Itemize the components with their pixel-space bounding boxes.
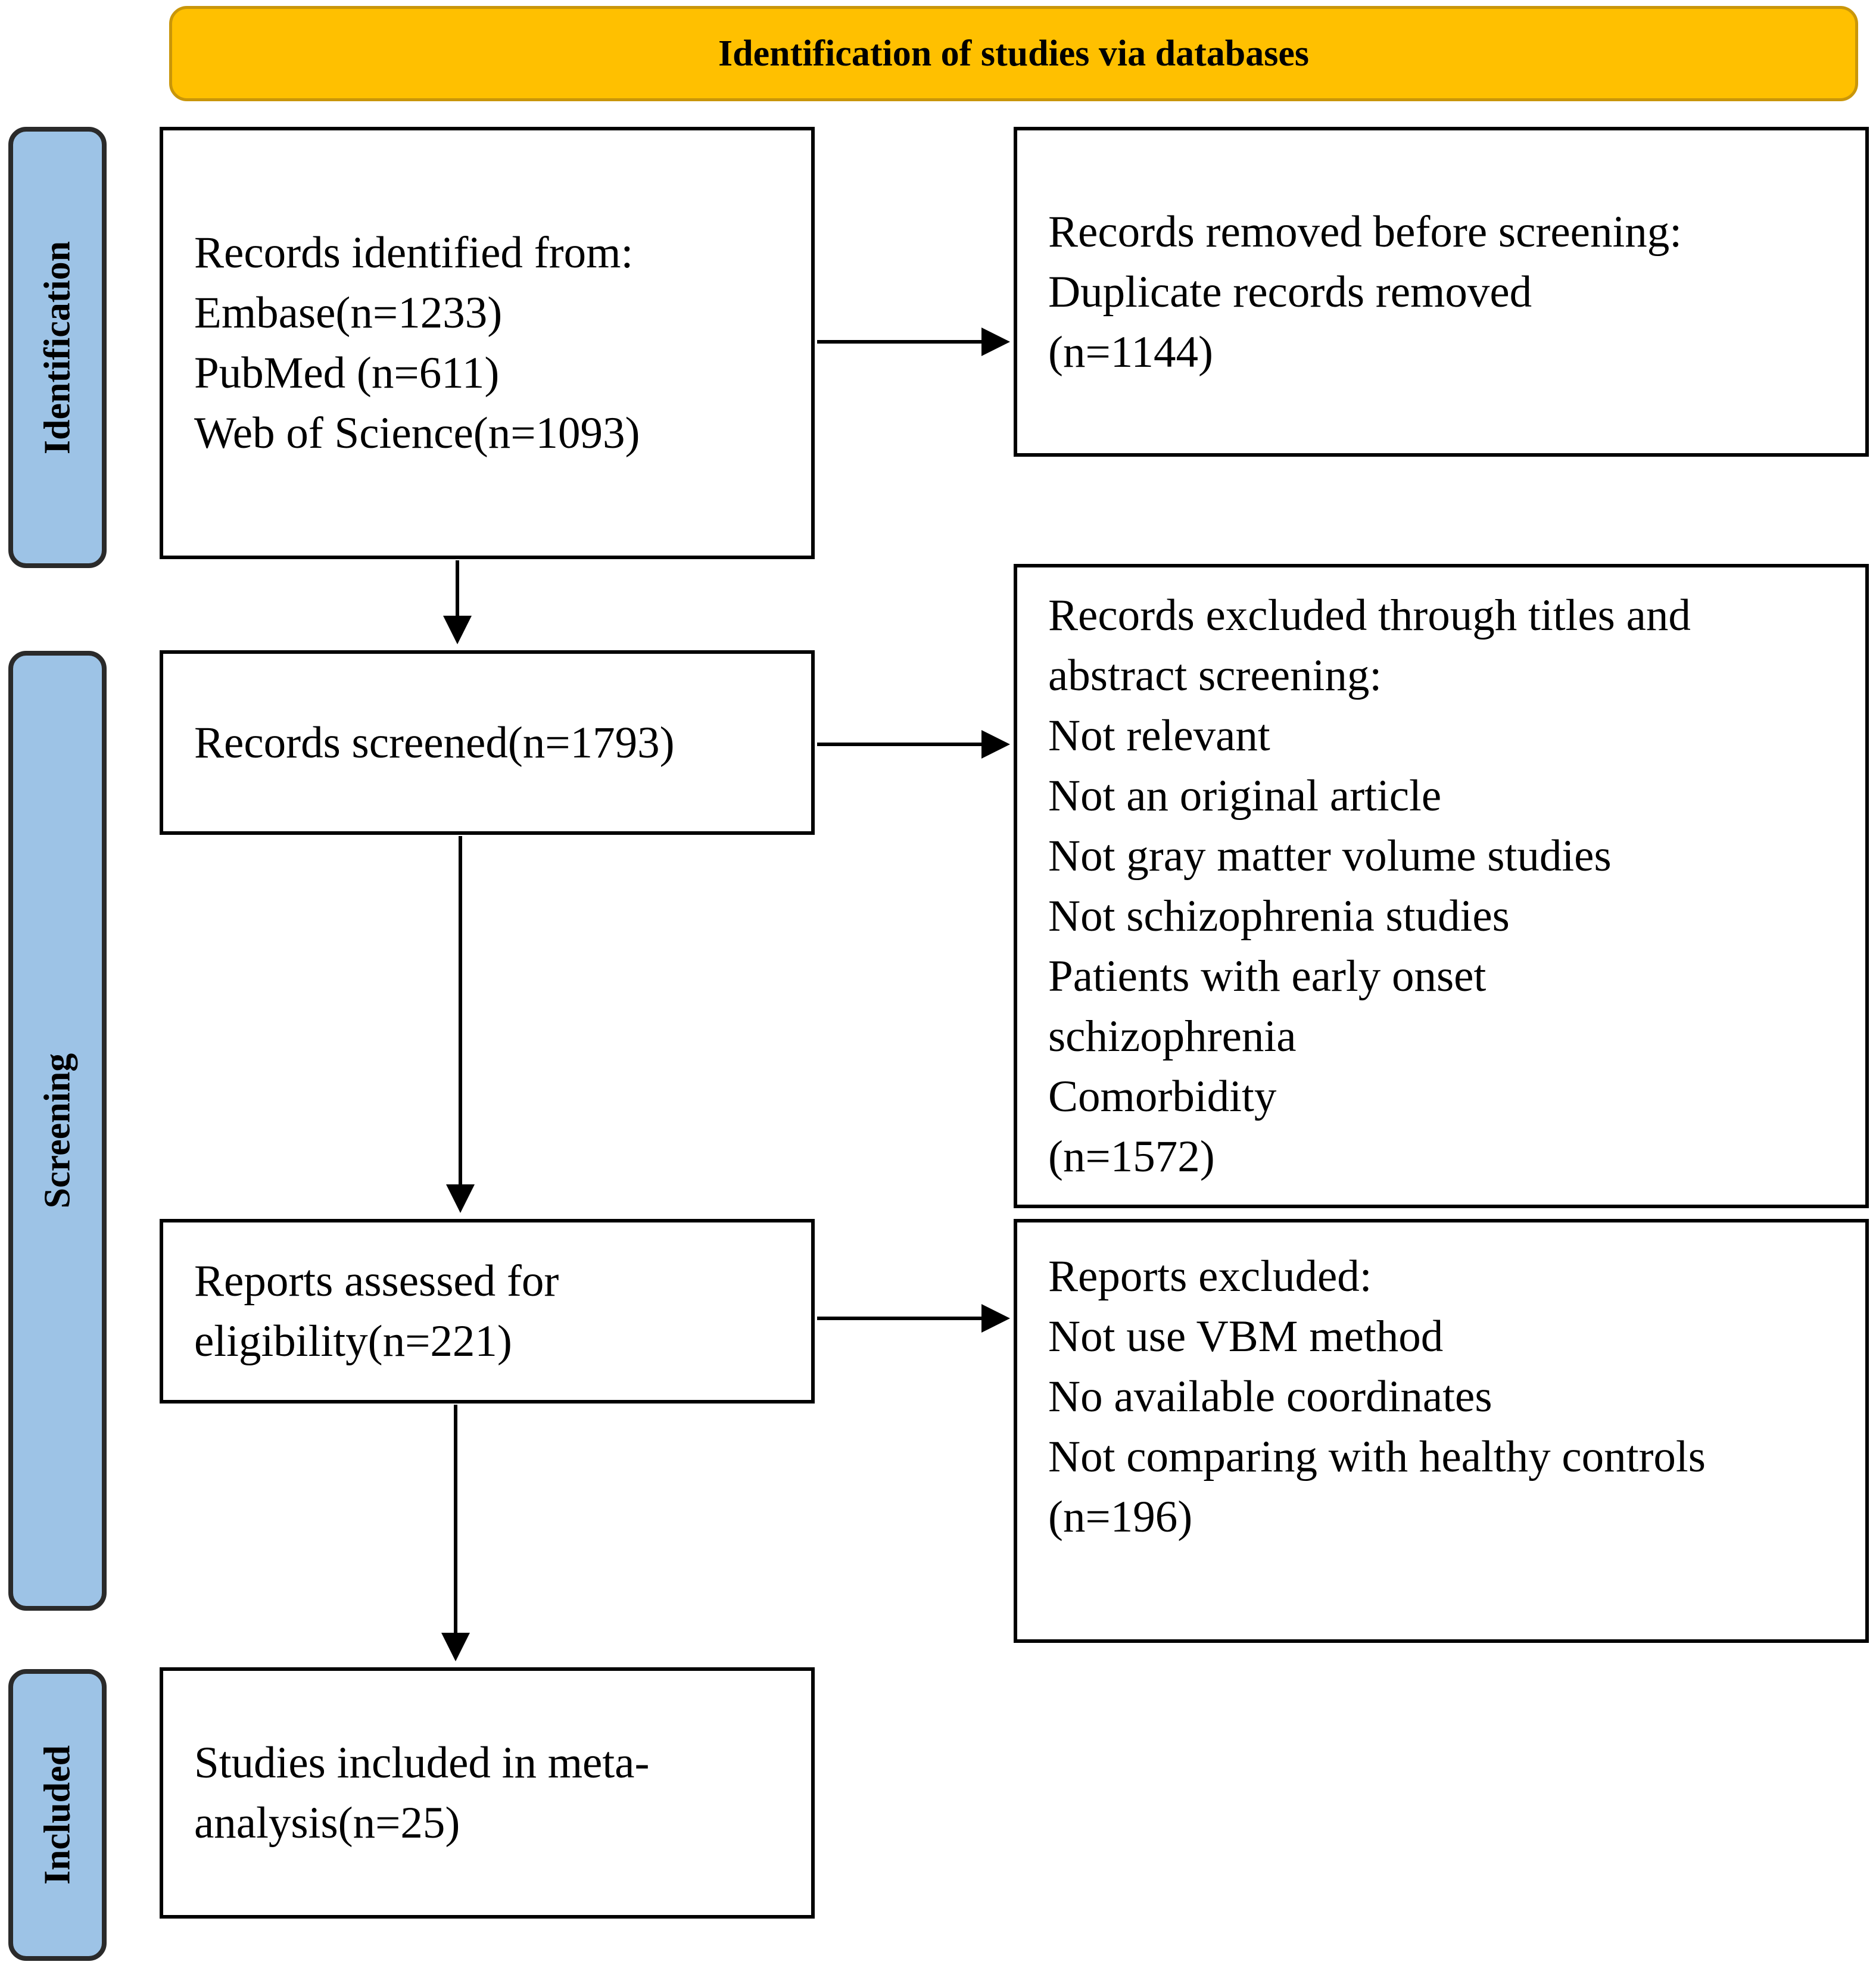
records-excluded-box: Records excluded through titles and abst…	[1014, 564, 1869, 1208]
records-removed-box: Records removed before screening: Duplic…	[1014, 127, 1869, 457]
box-line: Web of Science(n=1093)	[194, 408, 640, 458]
box-line: Not gray matter volume studies	[1048, 831, 1612, 881]
phase-identification: Identification	[8, 127, 107, 568]
box-line: eligibility(n=221)	[194, 1317, 512, 1366]
box-line: schizophrenia	[1048, 1012, 1297, 1061]
box-line: Not relevant	[1048, 711, 1270, 760]
header-banner: Identification of studies via databases	[169, 6, 1858, 101]
box-line: No available coordinates	[1048, 1372, 1492, 1421]
box-line: (n=1572)	[1048, 1132, 1215, 1181]
box-line: (n=196)	[1048, 1492, 1193, 1542]
box-line: Records excluded through titles and	[1048, 591, 1691, 640]
box-line: Not use VBM method	[1048, 1312, 1444, 1361]
box-line: Comorbidity	[1048, 1072, 1277, 1121]
box-line: Records screened(n=1793)	[194, 718, 675, 768]
box-line: Not an original article	[1048, 771, 1442, 821]
box-line: Reports assessed for	[194, 1256, 559, 1306]
box-line: Studies included in meta-	[194, 1738, 650, 1788]
box-line: Embase(n=1233)	[194, 288, 503, 338]
box-line: abstract screening:	[1048, 651, 1382, 700]
box-line: (n=1144)	[1048, 327, 1213, 377]
records-screened-box: Records screened(n=1793)	[160, 650, 815, 835]
header-title: Identification of studies via databases	[718, 33, 1310, 74]
reports-excluded-box: Reports excluded: Not use VBM method No …	[1014, 1219, 1869, 1643]
phase-screening: Screening	[8, 651, 107, 1611]
phase-included: Included	[8, 1669, 107, 1961]
box-line: Not schizophrenia studies	[1048, 891, 1510, 941]
box-line: Records removed before screening:	[1048, 207, 1682, 257]
box-line: Patients with early onset	[1048, 952, 1487, 1001]
box-line: analysis(n=25)	[194, 1798, 460, 1848]
box-line: Records identified from:	[194, 228, 634, 277]
records-identified-box: Records identified from: Embase(n=1233) …	[160, 127, 815, 559]
box-line: Reports excluded:	[1048, 1252, 1372, 1301]
box-line: Not comparing with healthy controls	[1048, 1432, 1706, 1482]
studies-included-box: Studies included in meta- analysis(n=25)	[160, 1667, 815, 1919]
reports-assessed-box: Reports assessed for eligibility(n=221)	[160, 1219, 815, 1404]
box-line: Duplicate records removed	[1048, 267, 1532, 317]
box-line: PubMed (n=611)	[194, 348, 500, 398]
